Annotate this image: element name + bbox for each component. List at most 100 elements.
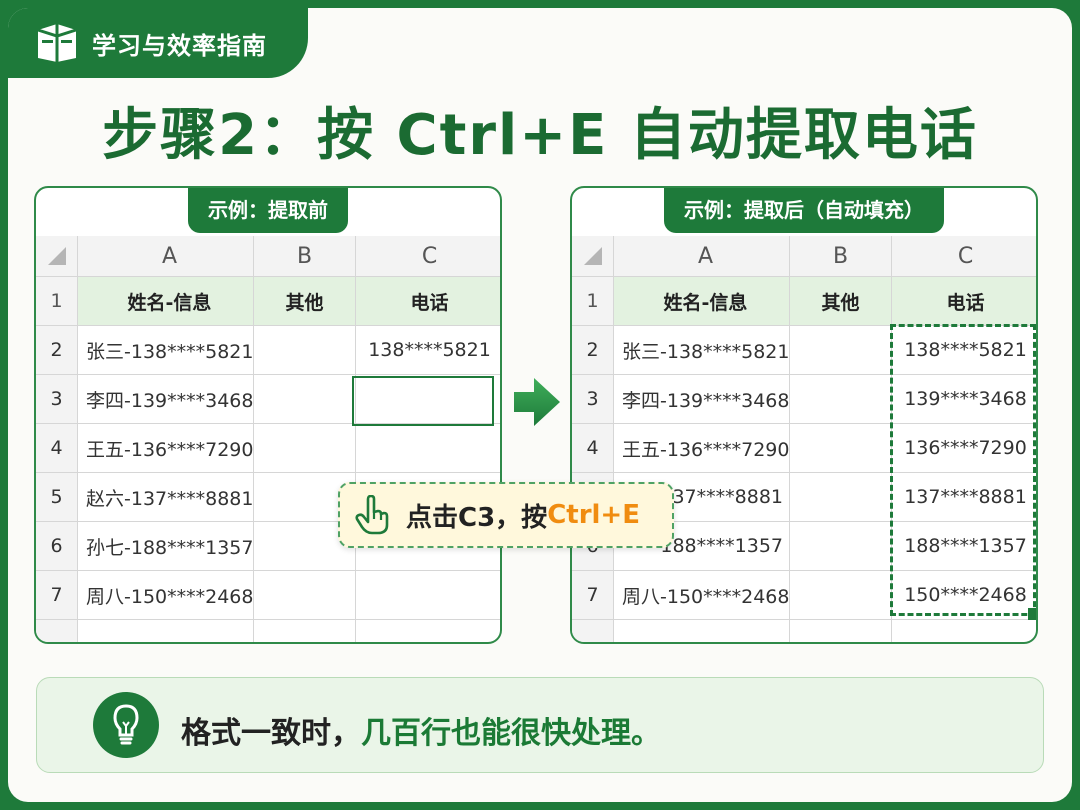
cell-c1[interactable]: 电话 <box>356 277 500 325</box>
after-panel: 示例：提取后（自动填充） A B C 1 姓名-信息 其他 电话 2 张三-13… <box>570 186 1038 644</box>
page-title: 步骤2：按 Ctrl+E 自动提取电话 <box>102 103 978 168</box>
table-row: 4 王五-136****7290 <box>36 424 500 473</box>
column-header-a[interactable]: A <box>78 236 254 276</box>
before-sheet: A B C 1 姓名-信息 其他 电话 2 张三-138****5821 138… <box>36 236 500 642</box>
before-panel-label: 示例：提取前 <box>188 188 348 233</box>
table-row: 1 姓名-信息 其他 电话 <box>36 277 500 326</box>
cell-empty[interactable] <box>78 620 254 642</box>
cell-a3[interactable]: 李四-139****3468 <box>78 375 254 423</box>
cell-empty[interactable] <box>356 620 500 642</box>
cell-a4[interactable]: 王五-136****7290 <box>614 424 790 472</box>
active-cell-selection <box>352 376 494 426</box>
cell-c5[interactable]: 137****8881 <box>892 473 1036 521</box>
shortcut-key: Ctrl+E <box>547 500 640 530</box>
corner-triangle-icon <box>47 247 66 265</box>
row-number[interactable]: 4 <box>572 424 614 472</box>
table-row <box>36 620 500 642</box>
cell-a1[interactable]: 姓名-信息 <box>614 277 790 325</box>
table-row: 3 李四-139****3468 <box>36 375 500 424</box>
row-number[interactable]: 3 <box>36 375 78 423</box>
column-header-row: A B C <box>36 236 500 277</box>
cell-empty[interactable] <box>892 620 1036 642</box>
cell-b7[interactable] <box>254 571 356 619</box>
cell-b1[interactable]: 其他 <box>254 277 356 325</box>
cell-a5[interactable]: 赵六-137****8881 <box>78 473 254 521</box>
cell-c7[interactable]: 150****2468 <box>892 571 1036 619</box>
row-number[interactable] <box>36 620 78 642</box>
column-header-b[interactable]: B <box>790 236 892 276</box>
row-number[interactable]: 7 <box>572 571 614 619</box>
cell-c1[interactable]: 电话 <box>892 277 1036 325</box>
row-number[interactable] <box>572 620 614 642</box>
cell-empty[interactable] <box>254 620 356 642</box>
book-box-icon <box>37 24 77 62</box>
cell-b1[interactable]: 其他 <box>790 277 892 325</box>
callout-text: 点击C3，按 <box>406 502 548 533</box>
cell-c6[interactable]: 188****1357 <box>892 522 1036 570</box>
cell-c3[interactable]: 139****3468 <box>892 375 1036 423</box>
column-header-row: A B C <box>572 236 1036 277</box>
row-number[interactable]: 7 <box>36 571 78 619</box>
cell-c2[interactable]: 138****5821 <box>892 326 1036 374</box>
infographic-card: 学习与效率指南 步骤2：按 Ctrl+E 自动提取电话 示例：提取前 A B C… <box>8 8 1072 802</box>
cell-a2[interactable]: 张三-138****5821 <box>78 326 254 374</box>
table-row: 4 王五-136****7290 136****7290 <box>572 424 1036 473</box>
select-all-corner[interactable] <box>572 236 614 276</box>
column-header-b[interactable]: B <box>254 236 356 276</box>
row-number[interactable]: 4 <box>36 424 78 472</box>
tip-text-main: 格式一致时， <box>181 716 361 751</box>
cell-a5[interactable]: -137****8881 <box>614 473 790 521</box>
column-header-a[interactable]: A <box>614 236 790 276</box>
cell-b4[interactable] <box>254 424 356 472</box>
filled-range-highlight <box>890 324 1036 616</box>
row-number[interactable]: 2 <box>572 326 614 374</box>
cell-b6[interactable] <box>790 522 892 570</box>
after-panel-label: 示例：提取后（自动填充） <box>664 188 944 233</box>
table-row: 7 周八-150****2468 <box>36 571 500 620</box>
select-all-corner[interactable] <box>36 236 78 276</box>
cell-b4[interactable] <box>790 424 892 472</box>
cell-c2[interactable]: 138****5821 <box>356 326 500 374</box>
cell-a3[interactable]: 李四-139****3468 <box>614 375 790 423</box>
cell-b3[interactable] <box>790 375 892 423</box>
row-number[interactable]: 2 <box>36 326 78 374</box>
cell-empty[interactable] <box>614 620 790 642</box>
cell-empty[interactable] <box>790 620 892 642</box>
brand-name: 学习与效率指南 <box>92 32 267 60</box>
cell-a7[interactable]: 周八-150****2468 <box>78 571 254 619</box>
cell-c4[interactable]: 136****7290 <box>892 424 1036 472</box>
cell-b3[interactable] <box>254 375 356 423</box>
row-number[interactable]: 5 <box>36 473 78 521</box>
row-number[interactable]: 1 <box>36 277 78 325</box>
row-number[interactable]: 6 <box>36 522 78 570</box>
cell-b2[interactable] <box>254 326 356 374</box>
cell-a6[interactable]: 孙七-188****1357 <box>78 522 254 570</box>
cell-a7[interactable]: 周八-150****2468 <box>614 571 790 619</box>
cell-a6[interactable]: -188****1357 <box>614 522 790 570</box>
cell-b5[interactable] <box>790 473 892 521</box>
column-header-c[interactable]: C <box>356 236 500 276</box>
row-number[interactable]: 3 <box>572 375 614 423</box>
arrow-right-icon <box>514 378 560 426</box>
table-row: 3 李四-139****3468 139****3468 <box>572 375 1036 424</box>
instruction-callout: 点击C3，按 Ctrl+E <box>338 482 674 548</box>
cell-b7[interactable] <box>790 571 892 619</box>
pointing-hand-icon <box>355 495 389 535</box>
table-row: 2 张三-138****5821 138****5821 <box>36 326 500 375</box>
column-header-c[interactable]: C <box>892 236 1036 276</box>
cell-a4[interactable]: 王五-136****7290 <box>78 424 254 472</box>
brand-tag: 学习与效率指南 <box>8 8 308 78</box>
table-row: 1 姓名-信息 其他 电话 <box>572 277 1036 326</box>
row-number[interactable]: 1 <box>572 277 614 325</box>
tip-text-highlight: 几百行也能很快处理。 <box>361 716 661 751</box>
tip-box: 格式一致时，几百行也能很快处理。 <box>36 677 1044 773</box>
cell-a2[interactable]: 张三-138****5821 <box>614 326 790 374</box>
corner-triangle-icon <box>583 247 602 265</box>
cell-c4[interactable] <box>356 424 500 472</box>
before-panel: 示例：提取前 A B C 1 姓名-信息 其他 电话 2 张三-138****5… <box>34 186 502 644</box>
cell-a1[interactable]: 姓名-信息 <box>78 277 254 325</box>
table-row <box>572 620 1036 642</box>
fill-handle[interactable] <box>1028 608 1036 620</box>
cell-c7[interactable] <box>356 571 500 619</box>
cell-b2[interactable] <box>790 326 892 374</box>
